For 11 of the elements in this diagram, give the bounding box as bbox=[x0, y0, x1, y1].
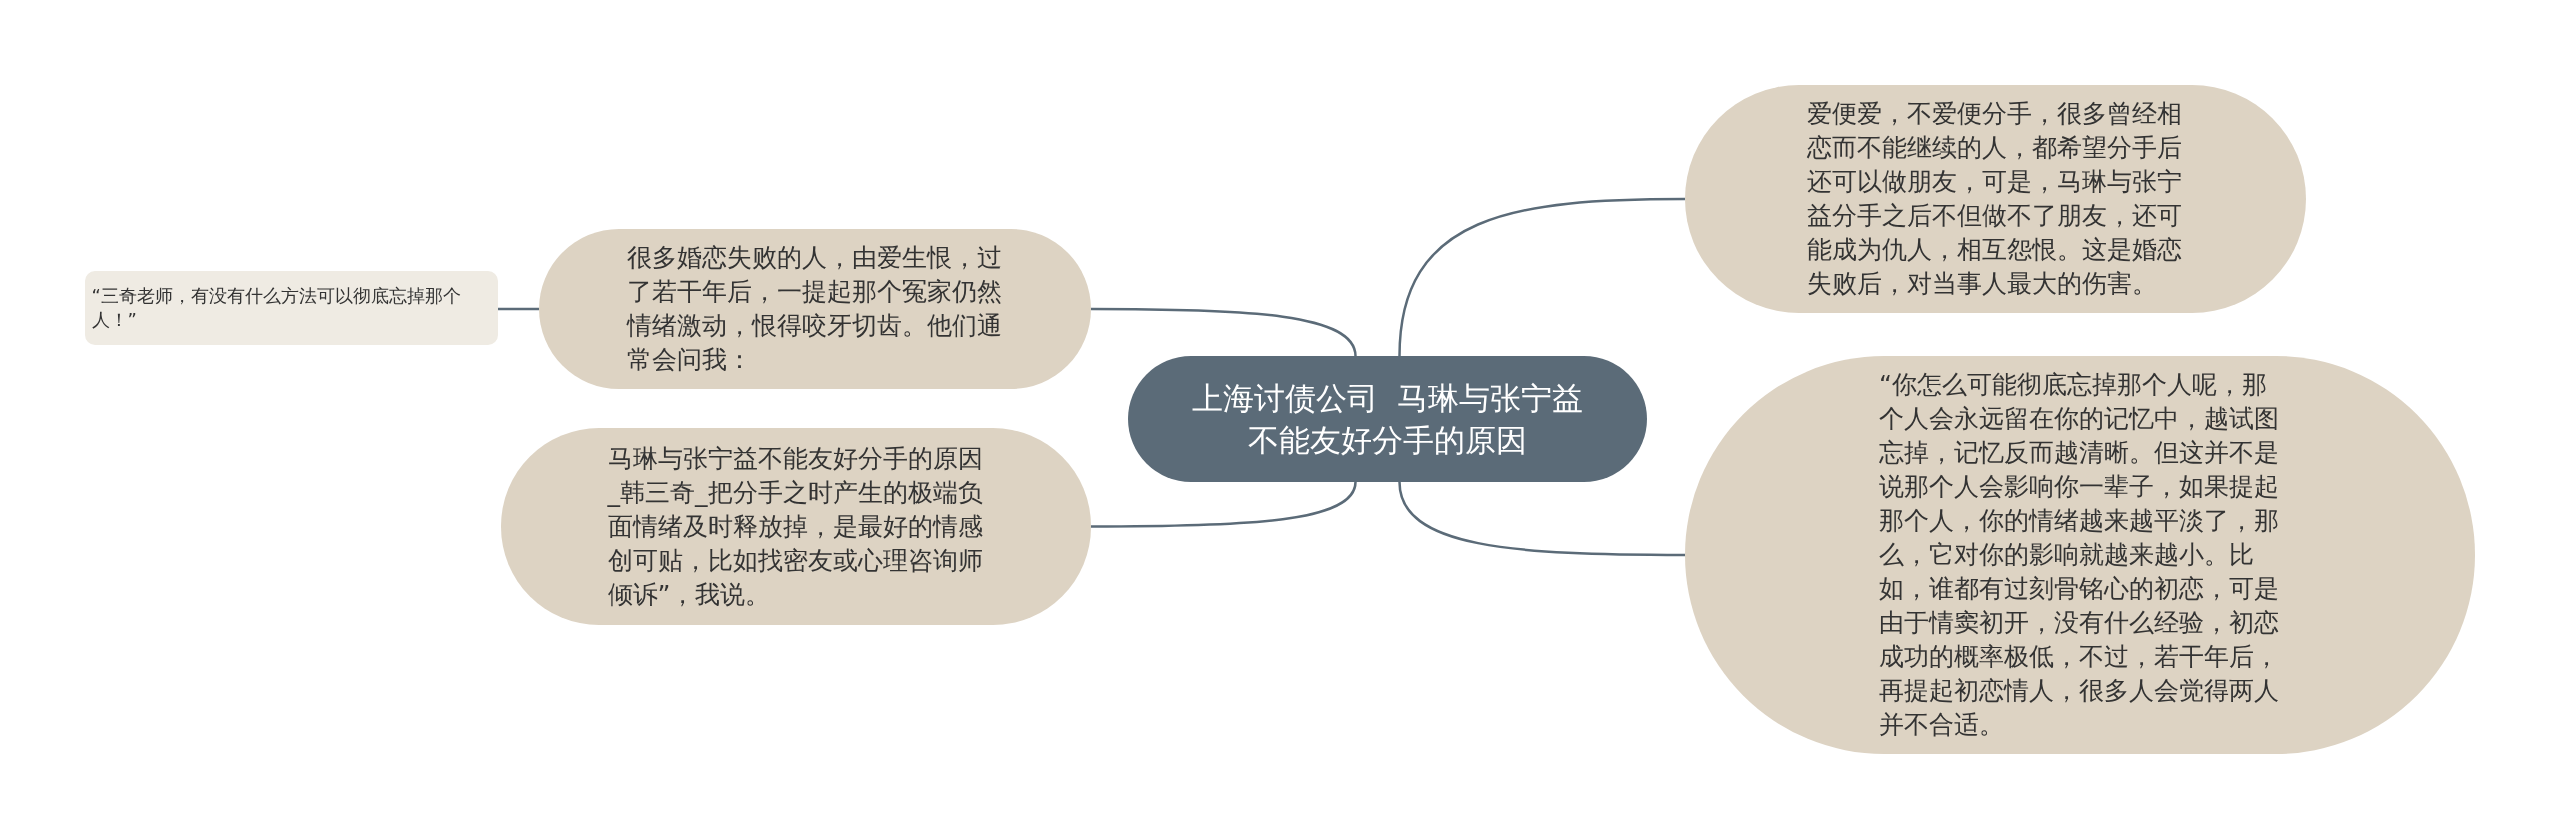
topic-box: 上海讨债公司 马琳与张宁益不能友好分手的原因 bbox=[1128, 356, 1647, 482]
connector-line bbox=[1398, 481, 1685, 557]
connector-line bbox=[1091, 307, 1357, 357]
connector-line bbox=[498, 307, 539, 311]
leaf-box: “三奇老师，有没有什么方法可以彻底忘掉那个人！” bbox=[85, 271, 498, 345]
connector-line bbox=[1398, 197, 1685, 357]
connector-line bbox=[1091, 481, 1357, 528]
topic-bubble: “你怎么可能彻底忘掉那个人呢，那个人会永远留在你的记忆中，越试图忘掉，记忆反而越清晰。但这并不是说那个人会影响你一辈子，如果提起那个人，你的情绪越来越平淡了，那么，它对你的影响就越来越小。比如，谁都有过刻骨铭心的初恋，可是由于情窦初开，没有什么经验，初恋成功的概率极低，不过，若干年后，再提起初恋情人，很多人会觉得两人并不合适。 bbox=[1685, 356, 2475, 754]
topic-bubble: 爱便爱，不爱便分手，很多曾经相恋而不能继续的人，都希望分手后还可以做朋友，可是，马琳与张宁益分手之后不但做不了朋友，还可能成为仇人，相互怨恨。这是婚恋失败后，对当事人最大的伤害。 bbox=[1685, 85, 2306, 313]
topic-bubble: 马琳与张宁益不能友好分手的原因_韩三奇_把分手之时产生的极端负面情绪及时释放掉，是最好的情感创可贴，比如找密友或心理咨询师倾诉”，我说。 bbox=[501, 428, 1091, 625]
topic-bubble: 很多婚恋失败的人，由爱生恨，过了若干年后，一提起那个冤家仍然情绪激动，恨得咬牙切齿。他们通常会问我： bbox=[539, 229, 1091, 389]
